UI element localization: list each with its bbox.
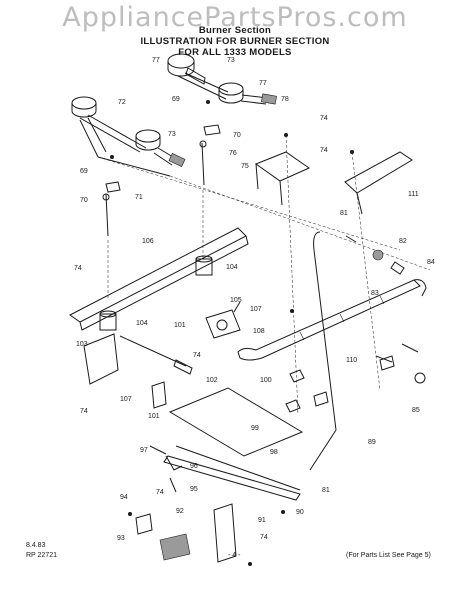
callout-74: 74 [320, 115, 328, 122]
callout-92: 92 [176, 508, 184, 515]
callout-104: 104 [136, 320, 148, 327]
callout-72: 72 [118, 99, 126, 106]
valve-hardware [285, 309, 395, 413]
part-107-bracket [151, 381, 167, 409]
upper-right-burner [167, 53, 277, 105]
footer-date: 8.4.83 [26, 542, 46, 549]
parts-91-93 [128, 503, 285, 566]
callout-111: 111 [408, 191, 419, 198]
section-title: Burner Section [198, 25, 272, 36]
callout-78: 78 [281, 96, 289, 103]
part-103-shield [83, 333, 119, 385]
models-subtitle: FOR ALL 1333 MODELS [178, 47, 292, 58]
callout-81: 81 [322, 487, 330, 494]
callout-labels: 77 73 77 78 72 69 74 73 70 74 76 69 75 7… [74, 57, 435, 542]
callout-104: 104 [226, 264, 238, 271]
callout-100: 100 [260, 377, 272, 384]
illustration-title: ILLUSTRATION FOR BURNER SECTION [140, 36, 330, 47]
part-83-manifold [237, 279, 427, 361]
callout-101: 101 [148, 413, 160, 420]
fittings [345, 235, 426, 384]
callout-95: 95 [190, 486, 198, 493]
callout-97: 97 [140, 447, 148, 454]
upper-left-burner [71, 96, 186, 177]
part-89-tube [309, 231, 337, 471]
parts-95-96-97 [149, 445, 183, 493]
callout-91: 91 [258, 517, 266, 524]
watermark: AppliancePartsPros.com [62, 2, 408, 33]
callout-82: 82 [399, 238, 407, 245]
callout-110: 110 [346, 357, 357, 364]
callout-85: 85 [412, 407, 420, 414]
footer-code: RP 22721 [26, 552, 58, 559]
callout-90: 90 [296, 509, 304, 516]
callout-89: 89 [368, 439, 376, 446]
callout-103: 103 [76, 341, 88, 348]
part-111-rail [344, 151, 413, 215]
callout-73: 73 [168, 131, 176, 138]
callout-70: 70 [80, 197, 88, 204]
callout-74: 74 [320, 147, 328, 154]
callout-101: 101 [174, 322, 186, 329]
callout-106: 106 [142, 238, 154, 245]
callout-81: 81 [340, 210, 348, 217]
part-106-burner-support [69, 227, 249, 331]
callout-96: 96 [190, 463, 198, 470]
callout-77: 77 [259, 80, 267, 87]
callout-105: 105 [230, 297, 242, 304]
part-99-plate [168, 387, 304, 457]
part-105-valve [205, 301, 241, 339]
callout-74: 74 [260, 534, 268, 541]
footer-parts-list-note: (For Parts List See Page 5) [346, 552, 431, 559]
part-104-spacers [99, 255, 213, 331]
part-102-thermocouple [119, 335, 193, 375]
callout-109: 108 [253, 328, 265, 335]
callout-74: 74 [80, 408, 88, 415]
callout-77: 77 [152, 57, 160, 64]
callout-99: 99 [251, 425, 259, 432]
callout-94: 94 [120, 494, 128, 501]
callout-74: 74 [74, 265, 82, 272]
callout-74: 74 [156, 489, 164, 496]
callout-107: 107 [120, 396, 132, 403]
callout-93: 93 [117, 535, 125, 542]
callout-98: 98 [270, 449, 278, 456]
callout-71: 71 [135, 194, 143, 201]
alignment-lines [97, 134, 431, 415]
part-75-bracket [254, 151, 311, 206]
callout-76: 76 [229, 150, 237, 157]
callout-84: 84 [427, 259, 435, 266]
callout-102: 102 [206, 377, 218, 384]
callout-73: 73 [227, 57, 235, 64]
callout-108: 107 [250, 306, 262, 313]
callout-74: 74 [193, 352, 201, 359]
callout-69: 69 [80, 168, 88, 175]
callout-83: 83 [371, 290, 379, 297]
footer-page-number: - 4 - [228, 552, 241, 559]
callout-69: 69 [172, 96, 180, 103]
part-98-lower-burner [163, 445, 301, 501]
callout-75: 75 [241, 163, 249, 170]
callout-70: 70 [233, 132, 241, 139]
